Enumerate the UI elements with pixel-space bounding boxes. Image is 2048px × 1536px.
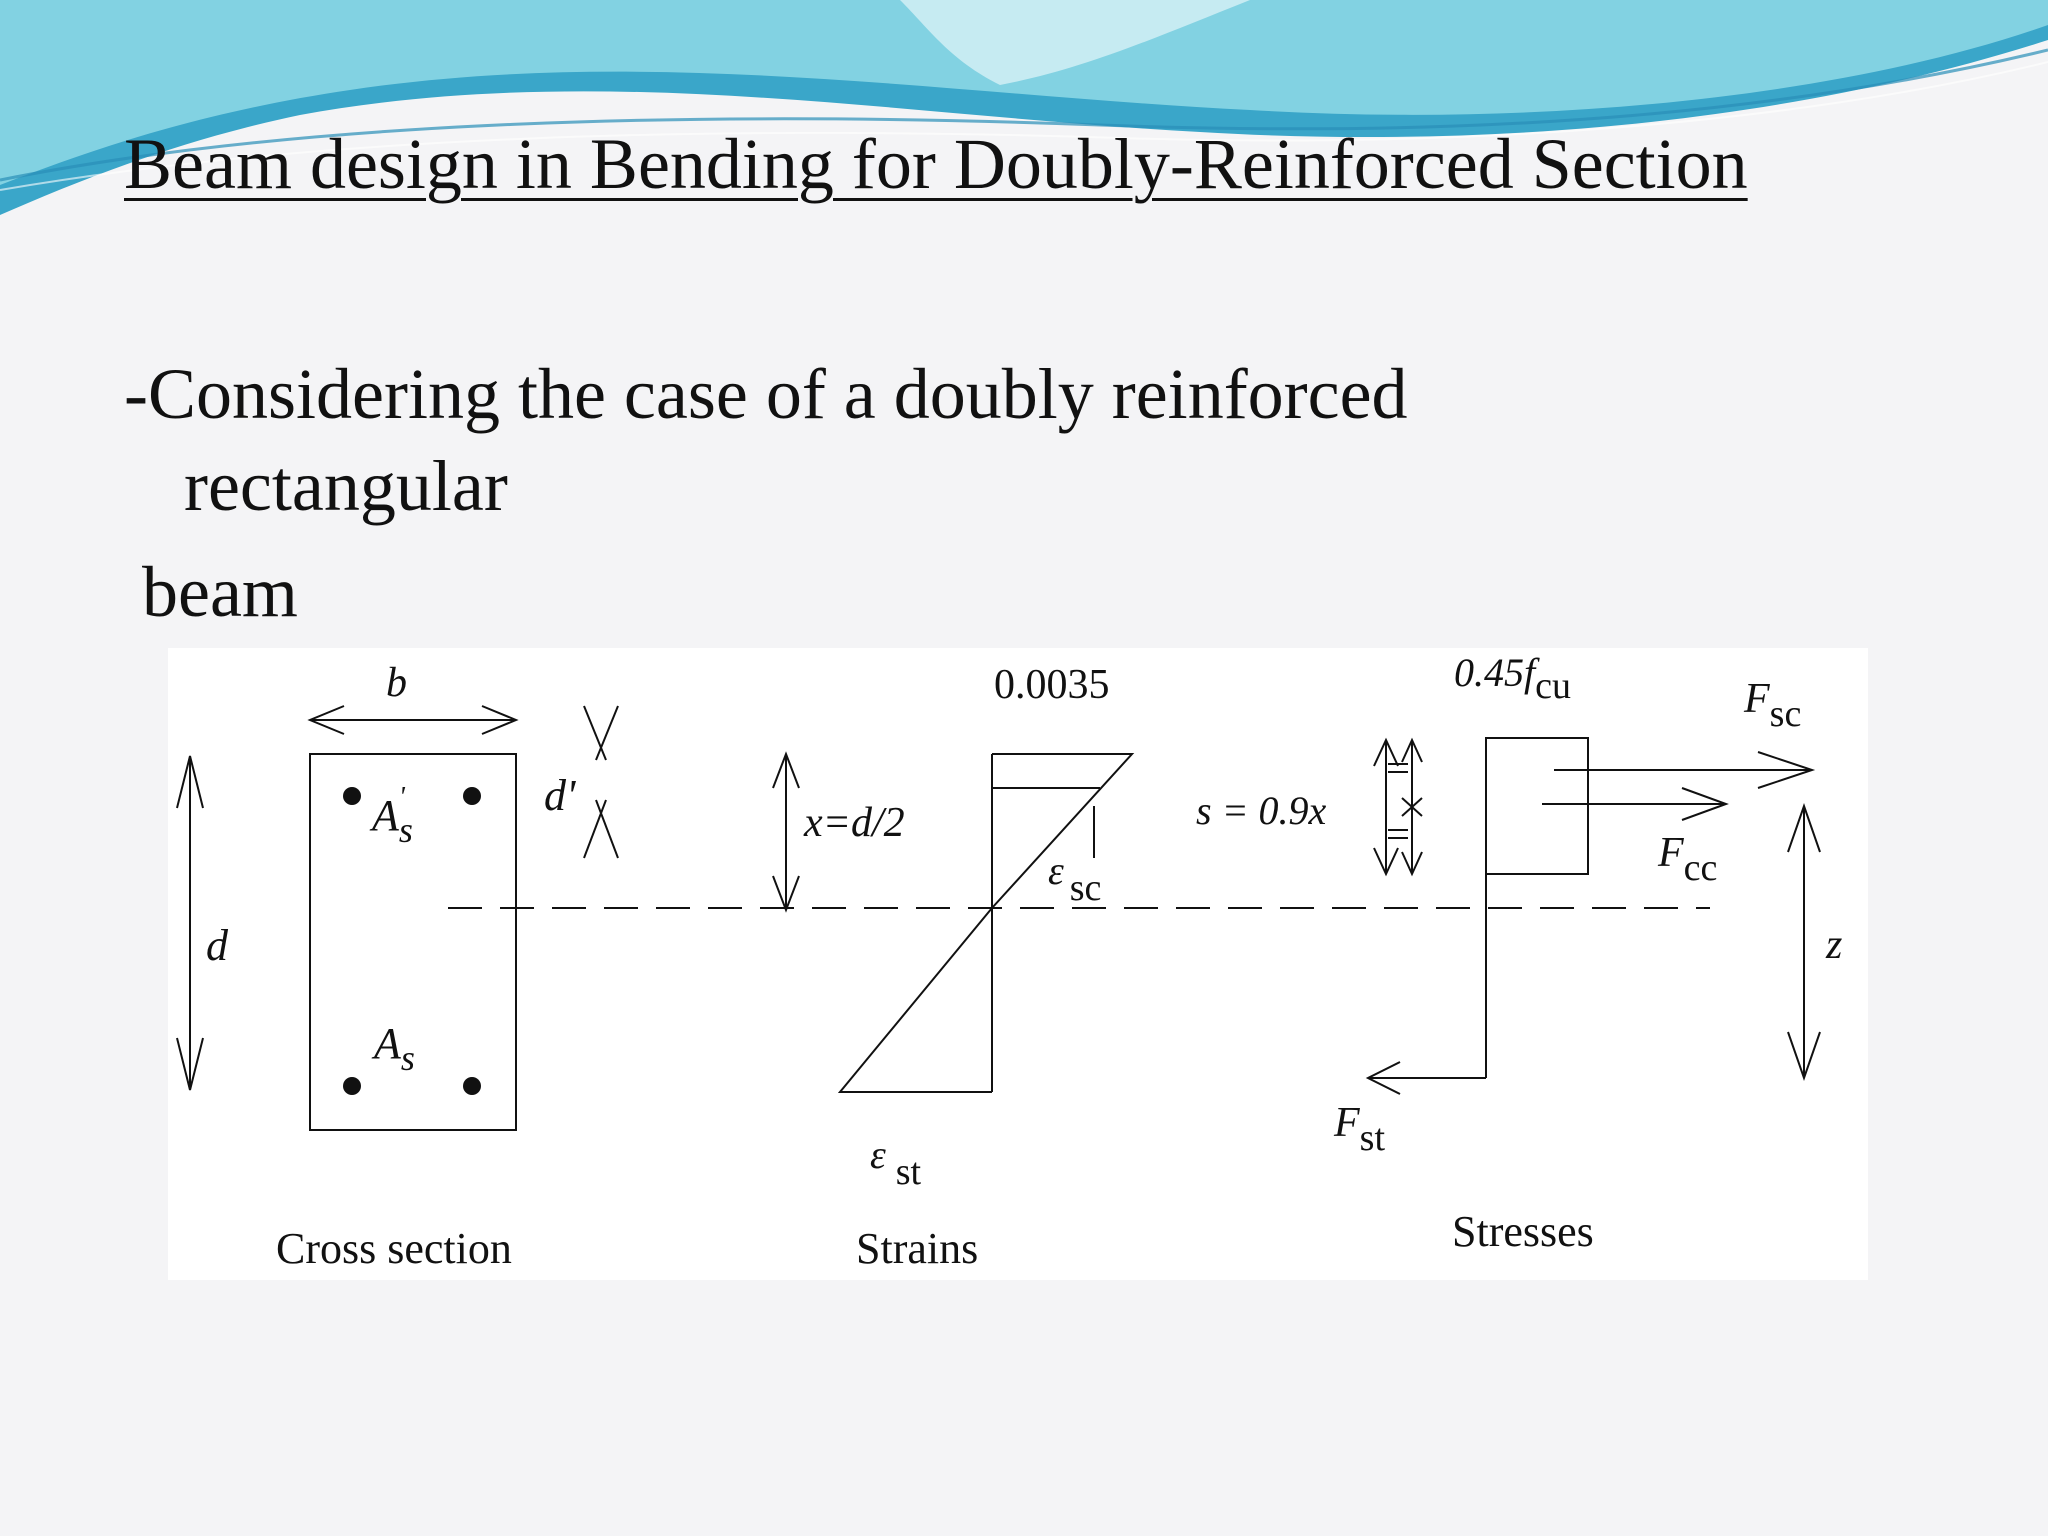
block-half-arrowhead-top <box>1401 737 1423 763</box>
compression-steel-force-label: Fsc <box>1743 676 1801 735</box>
body-line-2: rectangular <box>184 446 508 526</box>
slide-title: Beam design in Bending for Doubly-Reinfo… <box>124 124 1748 204</box>
lever-arm-arrowhead-bottom <box>1787 1031 1821 1082</box>
strains-caption: Strains <box>856 1224 978 1273</box>
body-line-1: -Considering the case of a doubly reinfo… <box>124 354 1408 434</box>
depth-arrowhead-bottom <box>176 1037 204 1091</box>
stresses-caption: Stresses <box>1452 1207 1594 1256</box>
body-line-3: beam <box>142 552 298 632</box>
depth-label: d <box>206 921 229 970</box>
bottom-rebar-left <box>343 1077 361 1095</box>
header-wave-light <box>0 0 2048 185</box>
header-wave-line <box>0 48 2048 182</box>
beam-diagram: b d d' As' As Cross section 0.0035 x=d/2… <box>168 648 1868 1280</box>
width-label: b <box>386 660 407 706</box>
strain-top-value: 0.0035 <box>994 662 1110 708</box>
cover-label: d' <box>544 771 577 820</box>
cross-section-caption: Cross section <box>276 1224 512 1273</box>
cover-mark-line-4 <box>595 799 619 859</box>
lever-arm-label: z <box>1825 922 1842 968</box>
strain-bottom-triangle <box>837 907 993 1093</box>
concrete-force-label: Fcc <box>1657 830 1717 889</box>
neutral-depth-arrowhead-top <box>772 751 800 789</box>
top-rebar-left <box>343 787 361 805</box>
cover-mark-line-1 <box>583 705 607 761</box>
neutral-depth-label: x=d/2 <box>803 800 905 846</box>
width-arrowhead-left <box>307 705 345 735</box>
tension-force-label: Fst <box>1333 1100 1385 1159</box>
stress-block-rect <box>1485 737 1589 875</box>
strain-top-triangle <box>991 753 1135 909</box>
cross-section-rect <box>309 753 517 1131</box>
neutral-depth-arrowhead-bottom <box>772 875 800 913</box>
depth-arrowhead-top <box>176 755 204 809</box>
header-wave-white <box>900 0 1250 85</box>
block-depth-label: s = 0.9x <box>1196 788 1327 833</box>
width-arrowhead-right <box>481 705 519 735</box>
diagram-background <box>168 648 1868 1280</box>
cover-mark-line-3 <box>583 799 607 859</box>
top-rebar-right <box>463 787 481 805</box>
concrete-force-arrowhead <box>1681 787 1729 821</box>
block-depth-arrowhead-bottom <box>1373 847 1399 877</box>
block-depth-arrowhead-top <box>1373 737 1399 767</box>
compression-steel-force-arrowhead <box>1757 751 1816 789</box>
cover-mark-line-2 <box>595 705 619 761</box>
block-half-mark-2 <box>1401 797 1423 817</box>
block-half-arrowhead-bottom <box>1401 851 1423 877</box>
header-wave-line-2 <box>0 61 2048 191</box>
lever-arm-arrowhead-top <box>1787 802 1821 853</box>
bottom-rebar-right <box>463 1077 481 1095</box>
bottom-steel-label: As <box>371 1019 415 1078</box>
tension-force-arrowhead <box>1365 1061 1401 1095</box>
top-steel-label: As' <box>369 782 413 850</box>
stress-block-label: 0.45fcu <box>1454 650 1571 707</box>
